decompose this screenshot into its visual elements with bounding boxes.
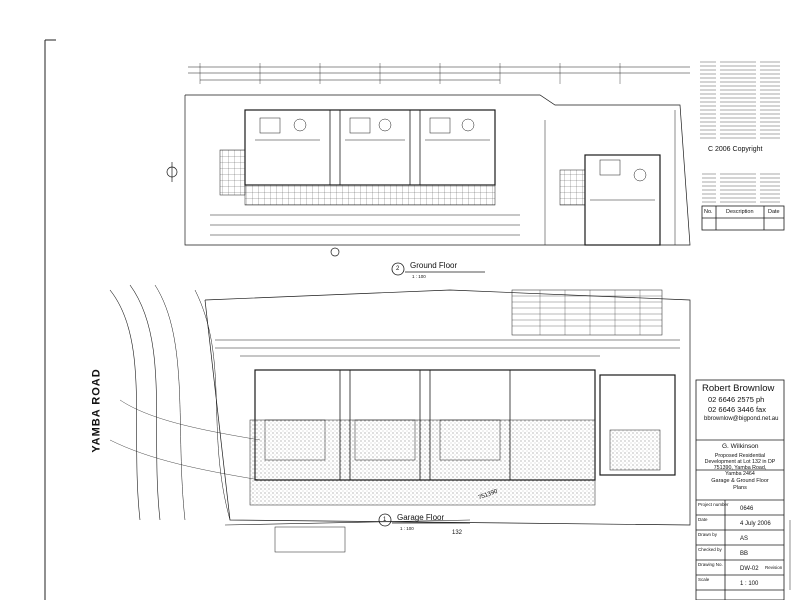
engineer-block: [702, 172, 780, 204]
title-block-label: Project number: [698, 502, 729, 507]
client-name: G. Wilkinson: [722, 443, 759, 450]
title-block-label: Drawn by: [698, 532, 718, 537]
title-block-value: AS: [740, 536, 749, 542]
designer-phone: 02 6646 2575 ph: [708, 395, 765, 404]
designer-name: Robert Brownlow: [702, 383, 775, 394]
project-line: Development at Lot 132 in DP: [704, 459, 776, 465]
title-block-label: Date: [698, 517, 708, 522]
garage-floor-scale: 1 : 100: [400, 526, 414, 531]
notes-block: [700, 60, 780, 140]
garage-floor-number: 1: [383, 517, 387, 523]
garage-floor-title: Garage Floor: [397, 513, 445, 522]
project-line: Yamba 2464: [725, 471, 755, 477]
title-block-value: 4 July 2006: [740, 521, 771, 527]
revision-description-header: Description: [726, 209, 754, 215]
ground-floor-number: 2: [396, 266, 400, 272]
title-block-value: 1 : 100: [740, 581, 759, 587]
garage-floor-plan: [109, 284, 691, 553]
revision-no-header: No.: [704, 209, 713, 215]
lot-label: 132: [452, 530, 463, 536]
title-block-label: Drawing No.: [698, 562, 723, 567]
designer-email: bbrownlow@bigpond.net.au: [704, 416, 779, 422]
ground-floor-scale: 1 : 100: [412, 274, 426, 279]
title-block-value: DW-02: [740, 566, 759, 572]
drawing-title-line: Plans: [733, 485, 747, 491]
title-block-value: 0646: [740, 506, 754, 512]
title-block-extra: Revision: [765, 565, 783, 570]
title-block-value: BB: [740, 551, 749, 557]
copyright-text: C 2006 Copyright: [708, 146, 763, 153]
title-block-frame: [695, 205, 785, 600]
drawing-title-line: Garage & Ground Floor: [711, 478, 769, 484]
ground-floor-title: Ground Floor: [410, 261, 458, 270]
title-block-label: Checked by: [698, 547, 722, 552]
revision-date-header: Date: [768, 209, 780, 215]
designer-fax: 02 6646 3446 fax: [708, 405, 766, 414]
project-line: Proposed Residential: [714, 453, 766, 459]
project-line: 751390, Yamba Road,: [713, 465, 767, 471]
ground-floor-plan: [166, 63, 691, 276]
title-block-label: Scale: [698, 577, 710, 582]
road-name-label: YAMBA ROAD: [90, 368, 103, 453]
